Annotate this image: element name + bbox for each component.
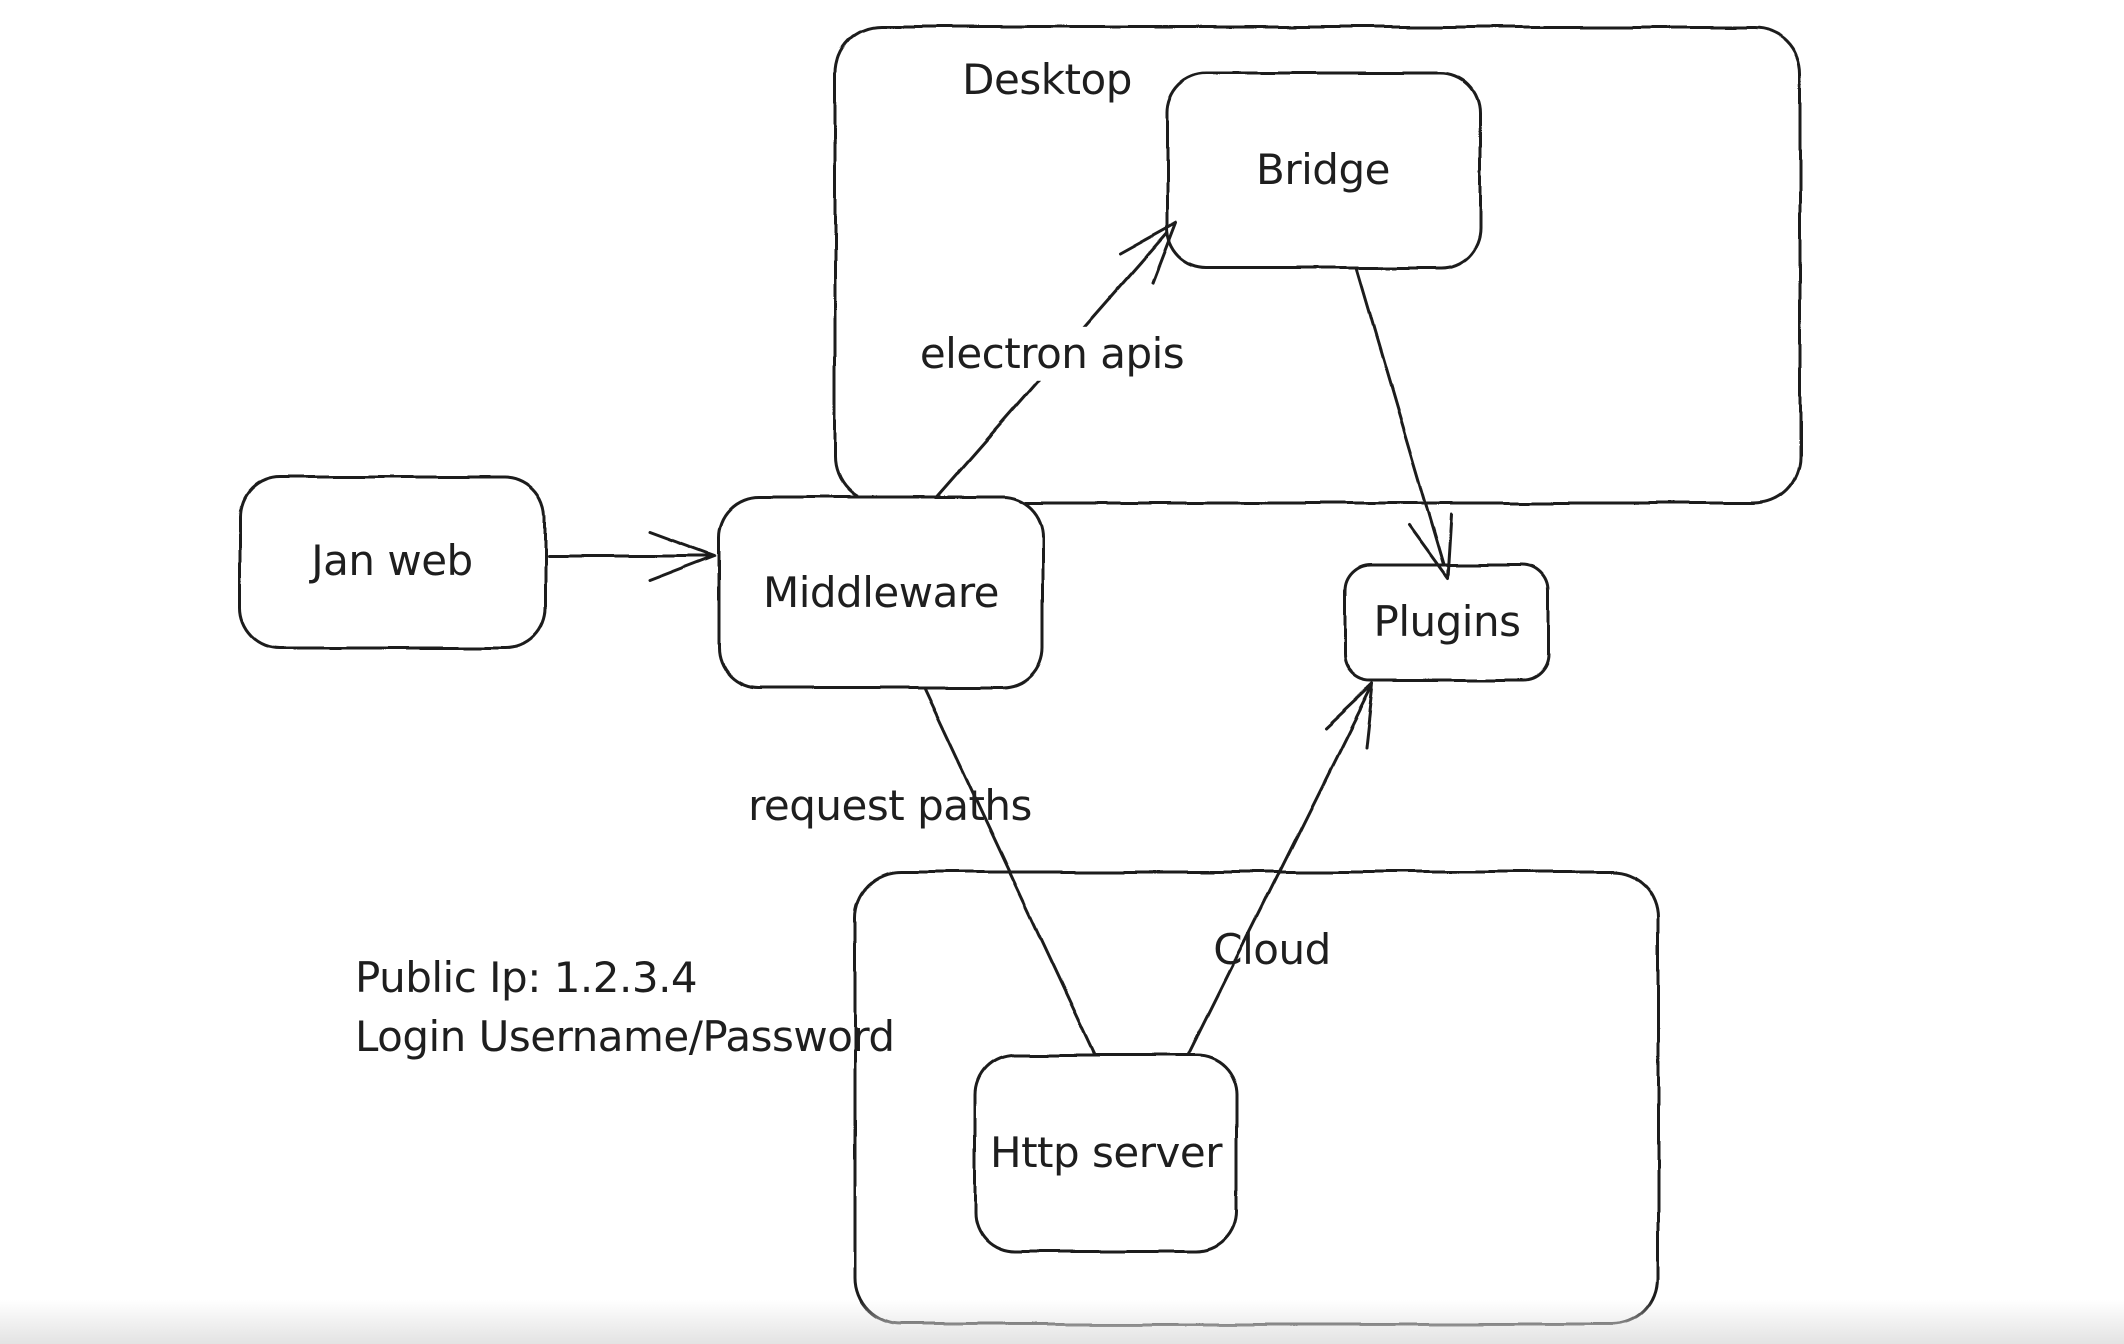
arrowhead-plugins-top [1407,512,1453,580]
arrowhead-plugins-bottom [1324,682,1375,750]
arrowhead-bridge [1118,221,1178,285]
edge-bridge-plugins[interactable] [1354,266,1449,580]
jan-web-node-label[interactable]: Jan web [311,535,473,585]
arrowhead-middleware [648,530,717,583]
http-server-node-label[interactable]: Http server [990,1127,1222,1177]
annotation-login[interactable]: Login Username/Password [355,1012,895,1061]
jan-web-node-box[interactable] [238,475,547,650]
edge-label-request-paths[interactable]: request paths [748,780,1032,830]
cloud-container-label[interactable]: Cloud [1213,924,1331,974]
annotation-public-ip[interactable]: Public Ip: 1.2.3.4 [355,953,698,1002]
edge-middleware-http-server[interactable] [922,686,1098,1058]
bridge-node-box[interactable] [1165,71,1482,270]
annotation-block[interactable]: Public Ip: 1.2.3.4 Login Username/Passwo… [355,948,895,1066]
bridge-node-label[interactable]: Bridge [1256,144,1390,194]
middleware-node-label[interactable]: Middleware [762,567,1000,617]
middleware-node-box[interactable] [717,495,1045,690]
desktop-container-label[interactable]: Desktop [962,54,1132,104]
plugins-node-label[interactable]: Plugins [1373,596,1521,646]
edge-http-server-plugins[interactable] [1185,682,1375,1060]
edge-label-electron-apis[interactable]: electron apis [907,326,1197,382]
http-server-node-box[interactable] [973,1053,1239,1254]
